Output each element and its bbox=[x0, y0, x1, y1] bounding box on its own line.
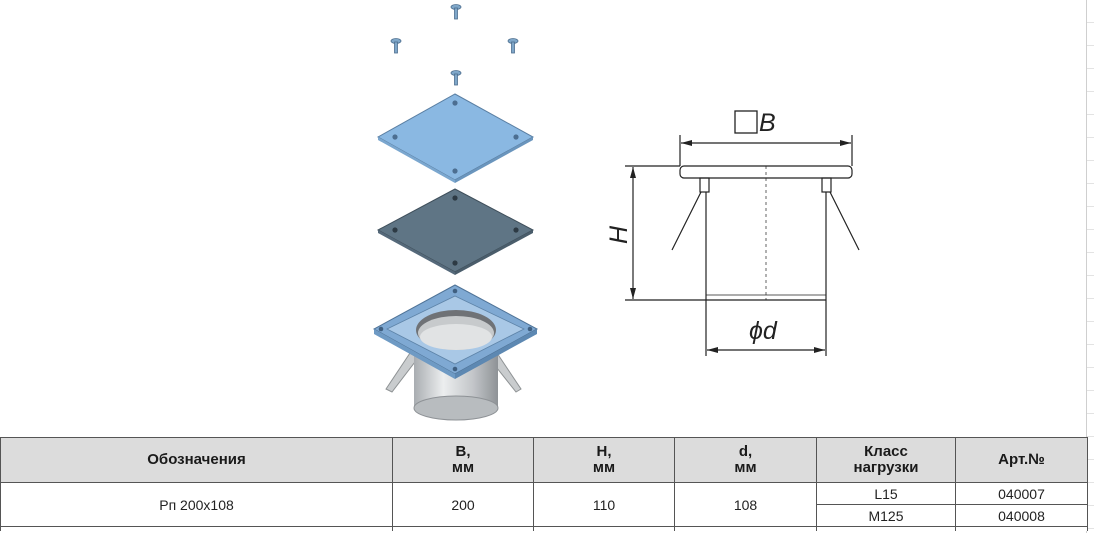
cell-load-class: L15 bbox=[816, 482, 956, 505]
cell-d: 108 bbox=[674, 482, 817, 527]
screw-icon bbox=[390, 38, 402, 54]
cell-h: 110 bbox=[533, 482, 675, 527]
table-row: Рп 200x108 200 110 108 L15 040007 bbox=[0, 482, 1088, 527]
cell-designation: Рп 200x108 bbox=[0, 482, 393, 527]
header-art: Арт.№ bbox=[955, 437, 1088, 483]
cover-plate bbox=[376, 93, 535, 183]
table-row-partial bbox=[0, 526, 1088, 531]
header-designation: Обозначения bbox=[0, 437, 393, 483]
page-ruler bbox=[1087, 0, 1094, 533]
gasket-plate bbox=[376, 188, 535, 275]
exploded-view bbox=[372, 4, 539, 421]
cell-b: 200 bbox=[392, 482, 534, 527]
dim-d-label: ϕd bbox=[749, 317, 778, 345]
page-edge bbox=[1086, 0, 1087, 533]
product-drawing: B H ϕd bbox=[372, 4, 860, 421]
header-b: B,мм bbox=[392, 437, 534, 483]
dim-h-label: H bbox=[605, 225, 633, 244]
technical-drawing bbox=[625, 110, 860, 356]
header-h: H,мм bbox=[533, 437, 675, 483]
cell-art: 040007 bbox=[955, 482, 1088, 505]
cell-art: 040008 bbox=[955, 504, 1088, 527]
frame bbox=[372, 284, 539, 379]
screw-icon bbox=[507, 38, 519, 54]
screw-icon bbox=[450, 70, 462, 86]
cell-load-class: M125 bbox=[816, 504, 956, 527]
table-row: M125 040008 bbox=[1, 504, 1088, 527]
dim-b-label: B bbox=[759, 109, 776, 137]
screw-icon bbox=[450, 4, 462, 20]
header-d: d,мм bbox=[674, 437, 817, 483]
